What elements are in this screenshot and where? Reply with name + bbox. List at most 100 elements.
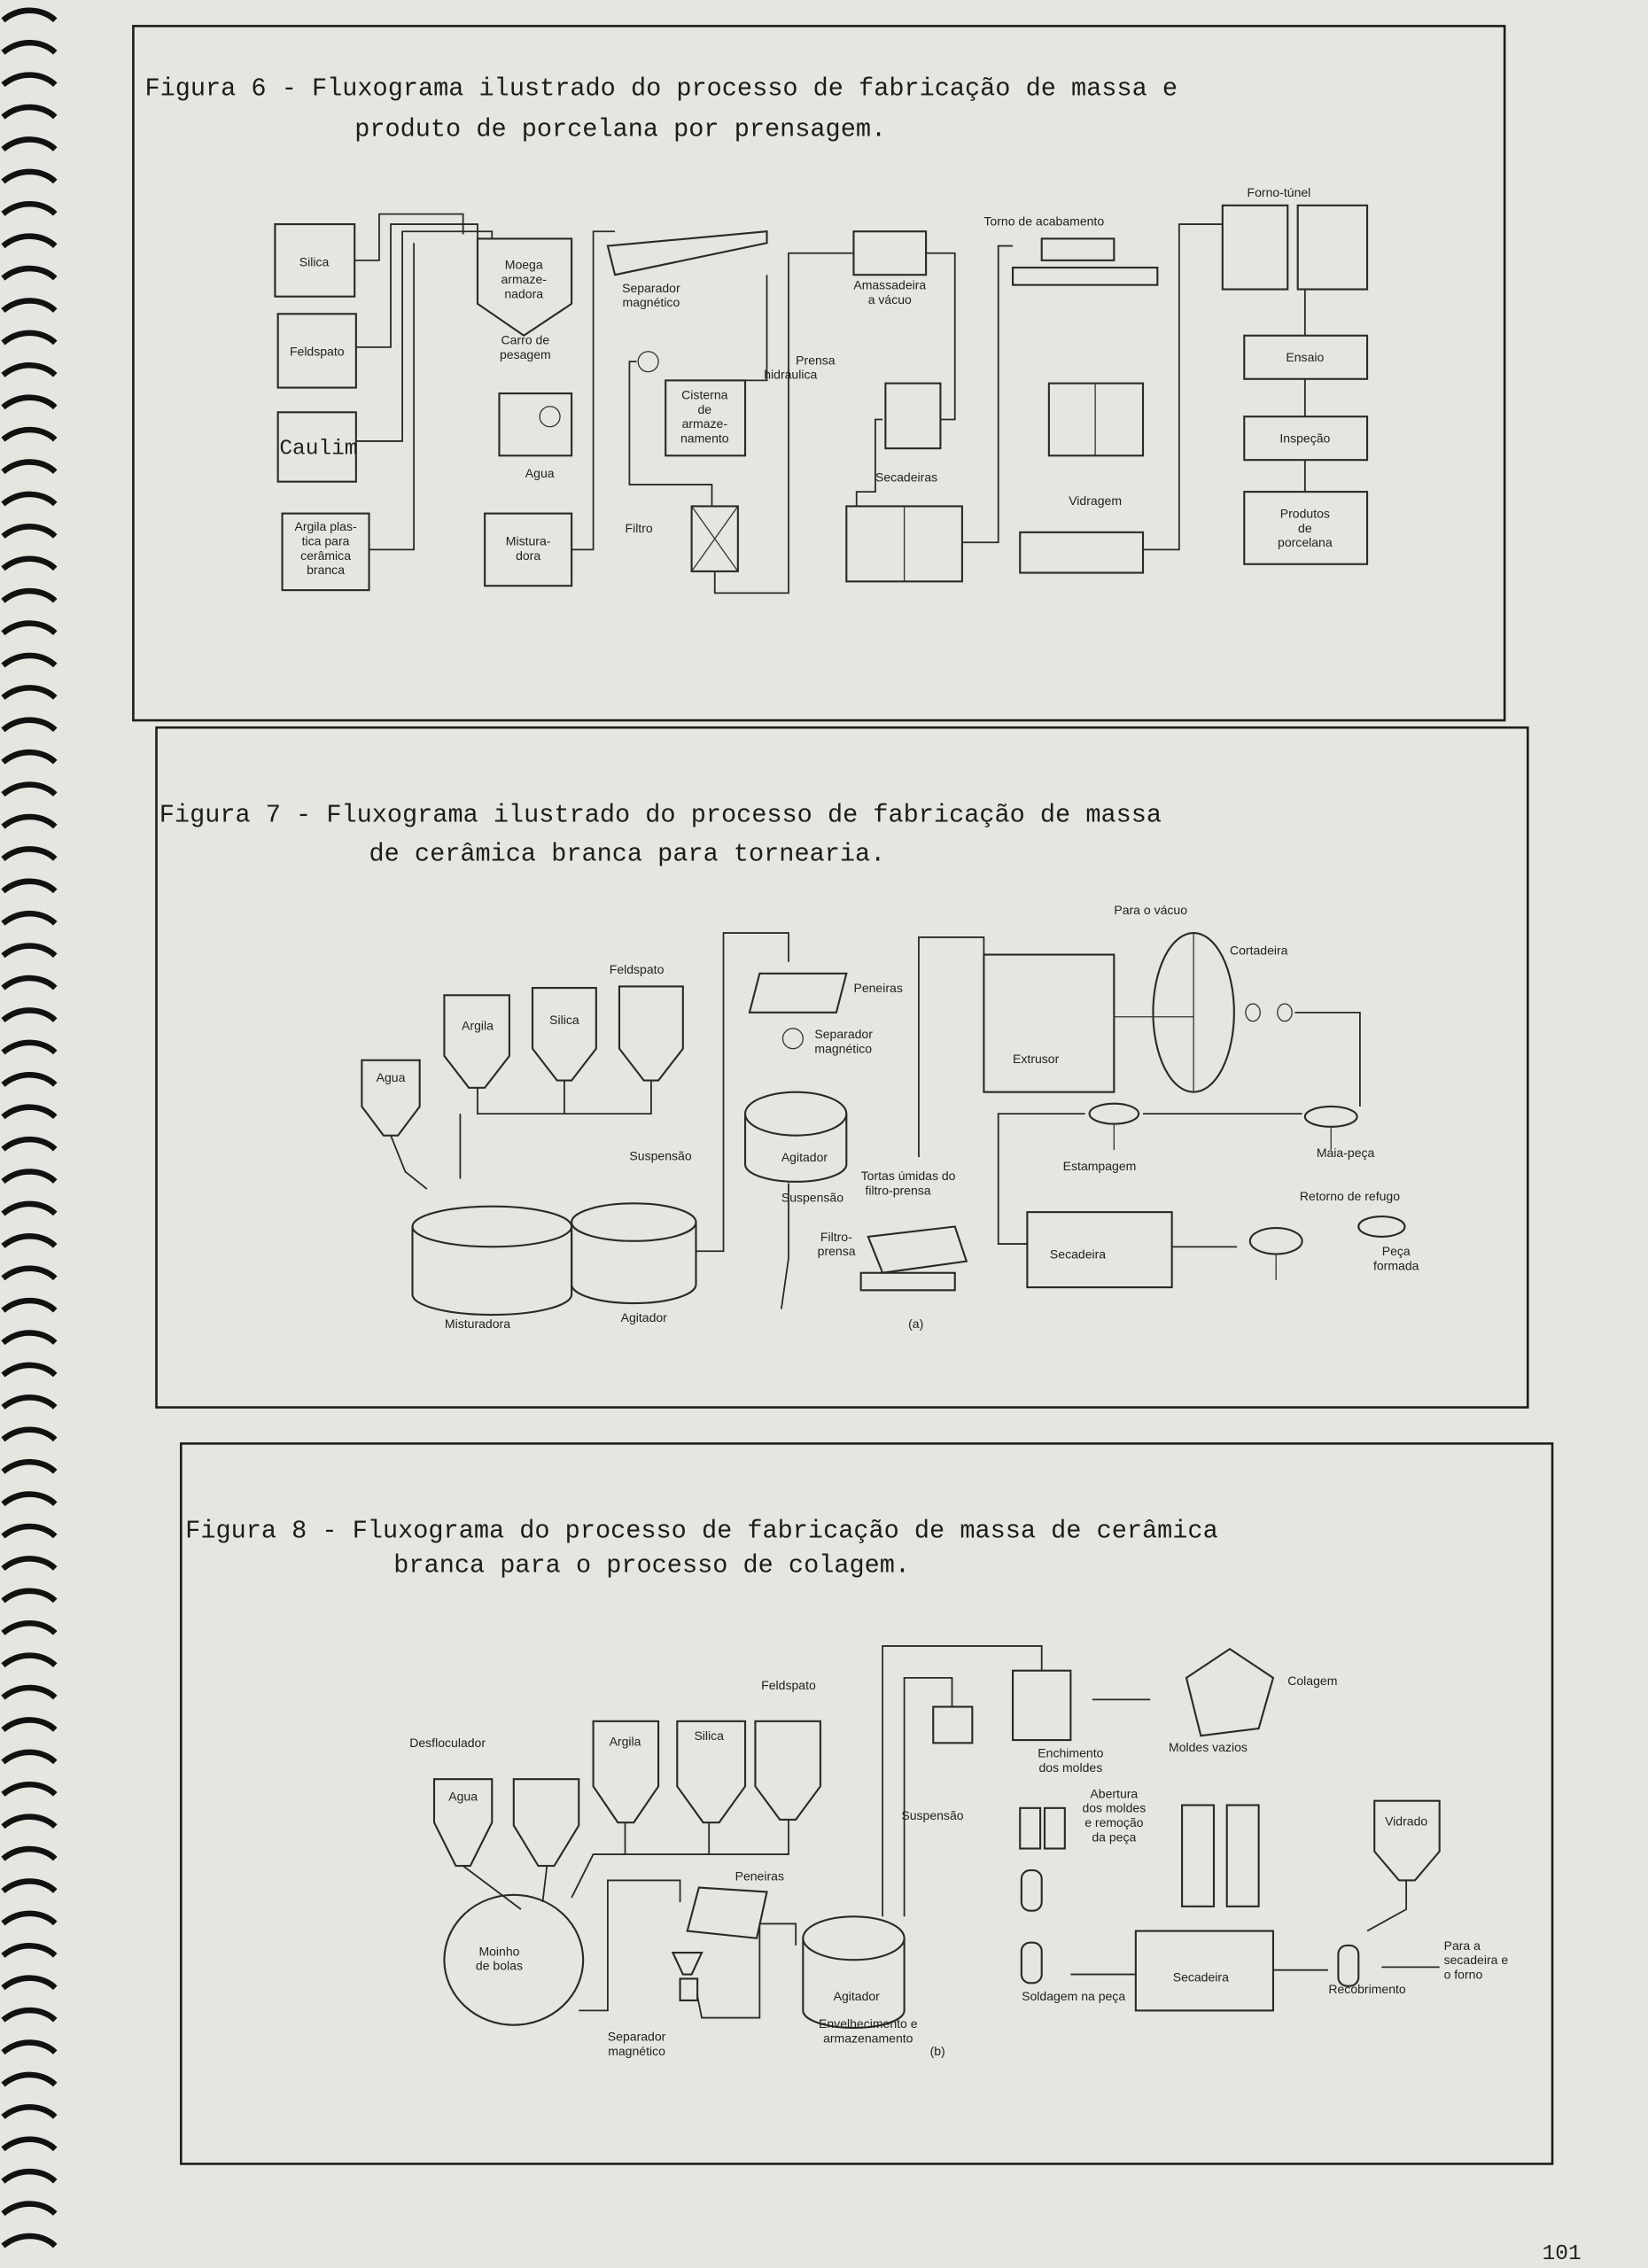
misturadora-label: Mistura-dora [506,534,551,563]
weighing-cart [498,392,573,457]
spiral-ring [1,2104,58,2120]
suspensao-label: Suspensão [901,1808,963,1822]
figure-6-title-line1: Figura 6 - Fluxograma ilustrado do proce… [144,74,1178,104]
recobrimento-label: Recobrimento [1328,1982,1406,1996]
peca-formada [1357,1216,1406,1238]
spiral-ring [1,1556,58,1572]
moinho-de-bolas [443,1893,585,2026]
spiral-ring [1,491,58,507]
piece-welded [1020,1941,1043,1984]
spiral-ring [1,72,58,88]
drying-racks [1047,382,1145,457]
feldspato-label: Feldspato [610,962,665,976]
spiral-ring [1,7,58,23]
secadeira-label: Secadeira [1173,1970,1229,1984]
spiral-ring [1,1007,58,1023]
figure-8-frame [179,1442,1554,2165]
spiral-ring [1,136,58,152]
pipe [369,243,416,551]
spiral-ring [1,394,58,410]
agua-hopper [432,1778,494,1868]
figure-6-frame [132,25,1506,722]
para-vacuo-label: Para o vácuo [1114,903,1187,917]
feldspato-hopper [754,1720,821,1821]
spiral-ring [1,1684,58,1700]
estampagem-mold [1088,1102,1140,1125]
suspensao-label-2: Suspensão [781,1191,843,1205]
agua-label: Agua [377,1070,406,1084]
spiral-ring [1,1200,58,1216]
kiln-2 [1296,204,1369,291]
spiral-ring [1,233,58,249]
silica-hopper [676,1720,747,1824]
pipe [997,1113,1085,1245]
spiral-ring [1,2071,58,2087]
spiral-ring [1,555,58,571]
caulim-label: Caulim [279,438,357,462]
secadeiras-label: Secadeiras [875,470,937,485]
silica-label: Silica [694,1728,724,1743]
vidrado-label: Vidrado [1385,1814,1427,1828]
desfloculador-hopper [512,1778,580,1868]
spiral-ring [1,298,58,314]
spiral-ring [1,1362,58,1378]
spiral-ring [1,1039,58,1055]
spiral-ring [1,2233,58,2249]
magnetic-separator [606,230,768,276]
extrusor-label: Extrusor [1013,1052,1060,1066]
agitador-tank-center [743,1091,848,1137]
pump [637,351,659,373]
spiral-ring [1,1782,58,1797]
pipe [855,418,883,507]
soldagem-label: Soldagem na peça [1022,1989,1125,2003]
enchimento-mold [1012,1669,1072,1742]
figure-8-marker: (b) [930,2044,945,2058]
inspecao-label: Inspeção [1279,431,1330,446]
pipe [571,230,616,551]
vidrado-hopper [1373,1799,1441,1882]
figure-7: Figura 7 - Fluxograma ilustrado do proce… [155,726,1529,1409]
spiral-ring [1,1330,58,1346]
argila-hopper [592,1720,660,1824]
spiral-ring [1,2136,58,2152]
forno-label: Forno-túnel [1248,185,1311,199]
torno-table [1012,266,1159,286]
peneiras-screen [748,972,848,1014]
spiral-ring [1,2039,58,2055]
spiral-ring [1,911,58,926]
secadeira-label: Secadeira [1050,1247,1106,1261]
spiral-ring [1,685,58,701]
pipe [713,252,854,594]
pipe [1143,223,1223,551]
spiral-ring [1,717,58,733]
argila-label: Argila [610,1735,641,1749]
silica-label: Silica [549,1013,579,1027]
spiral-ring [1,459,58,475]
filter-press [867,1225,968,1274]
glazing-tank [1019,531,1145,574]
pipe [355,230,494,442]
maia-peca-label: Maia-peça [1317,1146,1375,1160]
scale-dial [539,406,561,428]
spiral-ring [1,943,58,959]
argila-hopper [443,994,510,1089]
spiral-ring [1,1588,58,1604]
spiral-ring [1,1426,58,1442]
spiral-ring [1,1619,58,1635]
figure-7-marker: (a) [908,1317,923,1331]
spiral-ring [1,587,58,603]
agitador-tank-left [571,1202,697,1242]
secadeira-box [1026,1211,1173,1289]
spiral-ring [1,265,58,281]
spiral-ring [1,1394,58,1410]
